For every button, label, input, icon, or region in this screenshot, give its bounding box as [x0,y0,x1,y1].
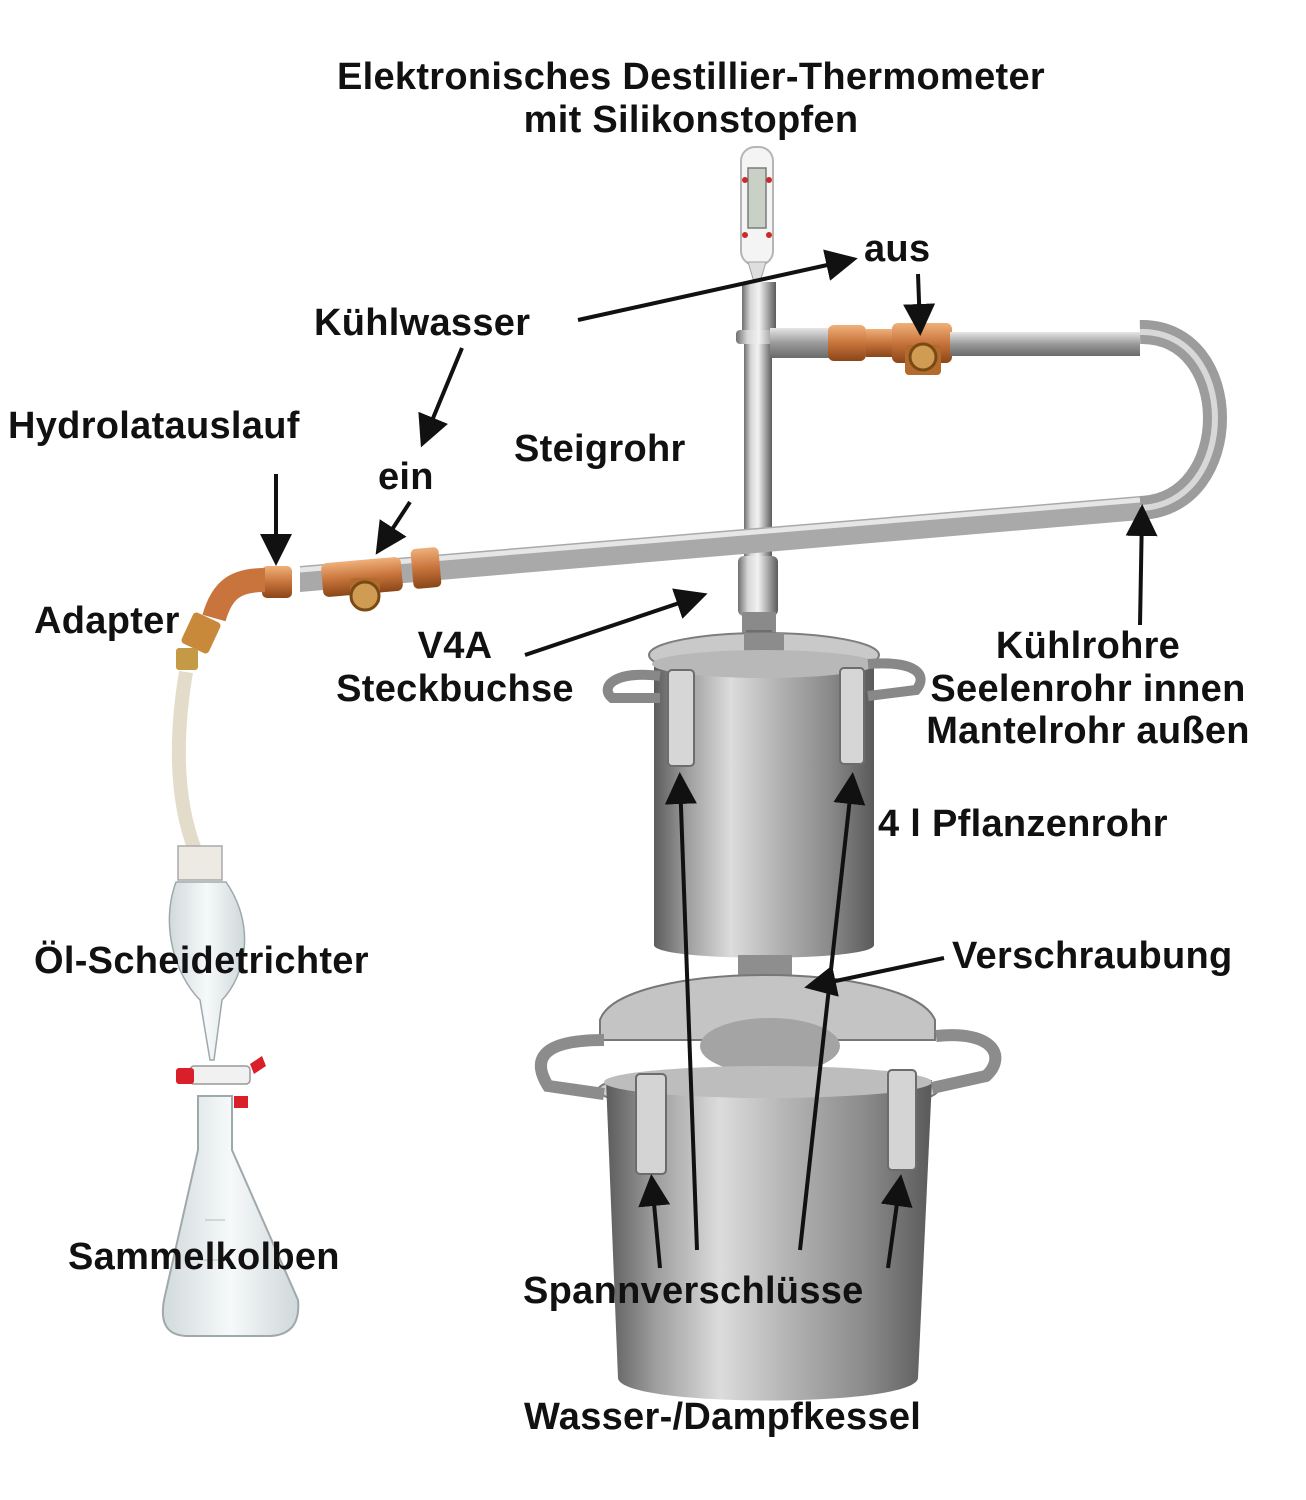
riser-pipe-label: Steigrohr [514,428,686,470]
steam-boiler [534,974,1002,1401]
separating-funnel-icon [168,845,266,1108]
thermometer-label-line2: mit Silikonstopfen [523,98,859,141]
collection-flask-label: Sammelkolben [68,1236,340,1278]
inlet-label: ein [378,456,434,498]
adapter-label: Adapter [34,600,180,642]
cooling-pipes-label-line3: Mantelrohr außen [926,710,1250,753]
socket-label-line2: Steckbuchse [336,667,574,710]
hydrolate-outlet-label: Hydrolatauslauf [8,405,300,447]
screw-connection-label: Verschraubung [952,935,1233,977]
plant-pot-label: 4 l Pflanzenrohr [878,803,1168,845]
cooling-pipes-label-line1: Kühlrohre [995,625,1181,667]
annotation-arrows [260,249,1158,1269]
socket-label: V4A Steckbuchse [310,625,600,710]
collection-flask-icon [161,1095,300,1337]
socket-label-line1: V4A [417,625,493,667]
thermometer-icon [740,146,774,283]
thermometer-label: Elektronisches Destillier-Thermometer mi… [262,56,1120,141]
hose [171,670,202,853]
steam-boiler-label: Wasser-/Dampfkessel [524,1396,922,1438]
thermometer-label-line1: Elektronisches Destillier-Thermometer [336,56,1045,98]
outlet-label: aus [864,228,931,270]
cooling-pipes-label: Kühlrohre Seelenrohr innen Mantelrohr au… [888,625,1288,753]
separating-funnel-label: Öl-Scheidetrichter [34,940,369,982]
cooling-water-label: Kühlwasser [314,302,531,344]
clamp-closures-label: Spannverschlüsse [523,1270,864,1312]
lower-cooling-pipe [176,496,1141,670]
cooling-pipes-label-line2: Seelenrohr innen [930,667,1246,710]
upper-cooling-pipe [770,319,1227,520]
